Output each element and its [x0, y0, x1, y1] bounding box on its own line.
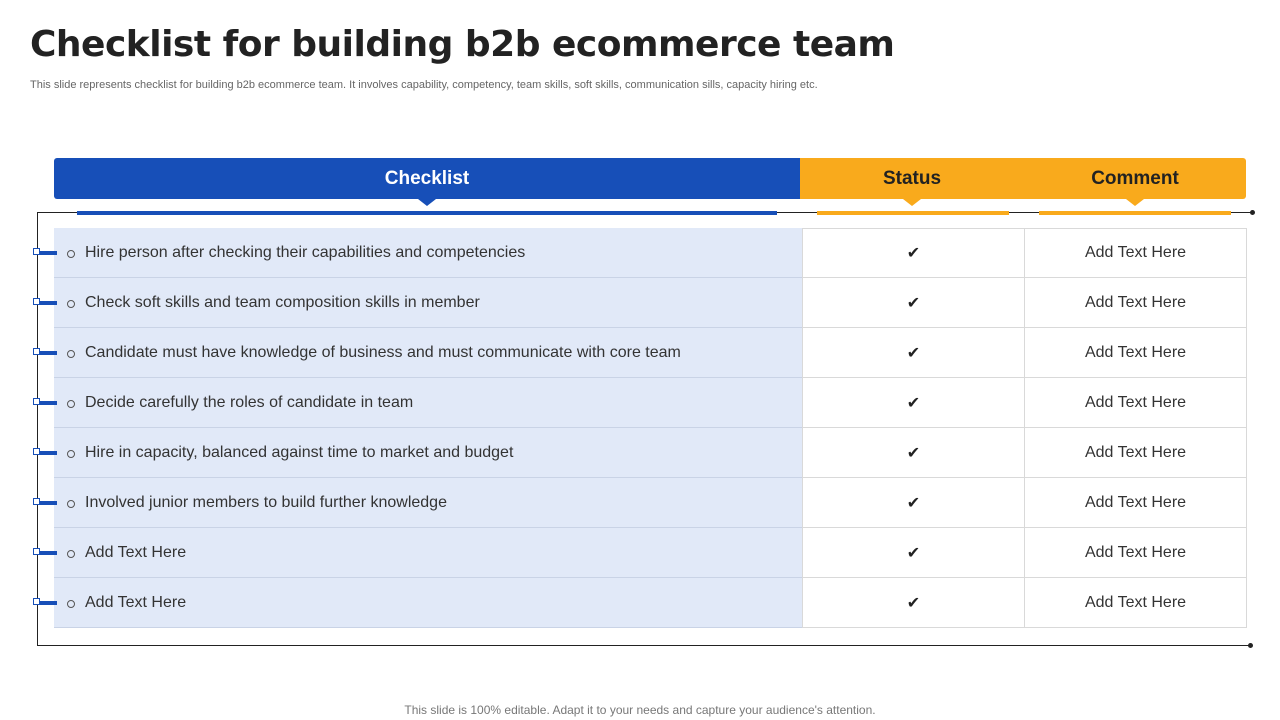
checklist-cell: Hire in capacity, balanced against time …	[54, 428, 802, 478]
slide-footer: This slide is 100% editable. Adapt it to…	[404, 703, 876, 717]
row-connector-node	[33, 298, 40, 305]
checklist-table: Hire person after checking their capabil…	[33, 228, 1247, 628]
header-status: Status	[800, 158, 1024, 199]
checkmark-icon: ✔	[802, 328, 1024, 378]
row-connector-node	[33, 498, 40, 505]
circle-bullet-icon	[67, 250, 75, 258]
header-pointer	[1126, 199, 1144, 206]
frame-end-dot	[1248, 643, 1253, 648]
circle-bullet-icon	[67, 300, 75, 308]
circle-bullet-icon	[67, 350, 75, 358]
checklist-cell: Involved junior members to build further…	[54, 478, 802, 528]
checklist-item-text: Hire person after checking their capabil…	[85, 243, 526, 261]
table-row: Add Text Here ✔ Add Text Here	[33, 578, 1247, 628]
circle-bullet-icon	[67, 450, 75, 458]
circle-bullet-icon	[67, 400, 75, 408]
checklist-item-text: Involved junior members to build further…	[85, 493, 447, 511]
row-connector-node	[33, 598, 40, 605]
comment-cell: Add Text Here	[1024, 278, 1247, 328]
comment-cell: Add Text Here	[1024, 228, 1247, 278]
header-comment: Comment	[1024, 158, 1246, 199]
checklist-item-text: Hire in capacity, balanced against time …	[85, 443, 514, 461]
page-title: Checklist for building b2b ecommerce tea…	[30, 24, 895, 65]
table-row: Candidate must have knowledge of busines…	[33, 328, 1247, 378]
comment-cell: Add Text Here	[1024, 528, 1247, 578]
table-row: Decide carefully the roles of candidate …	[33, 378, 1247, 428]
circle-bullet-icon	[67, 600, 75, 608]
checklist-cell: Check soft skills and team composition s…	[54, 278, 802, 328]
checklist-cell: Hire person after checking their capabil…	[54, 228, 802, 278]
row-connector-node	[33, 248, 40, 255]
row-connector	[33, 401, 57, 405]
row-connector	[33, 551, 57, 555]
table-row: Hire person after checking their capabil…	[33, 228, 1247, 278]
frame-bottom-line	[37, 645, 1251, 646]
row-connector-node	[33, 398, 40, 405]
header-underline	[817, 211, 1009, 215]
checklist-cell: Candidate must have knowledge of busines…	[54, 328, 802, 378]
comment-cell: Add Text Here	[1024, 378, 1247, 428]
row-connector	[33, 351, 57, 355]
checklist-cell: Decide carefully the roles of candidate …	[54, 378, 802, 428]
row-connector	[33, 601, 57, 605]
circle-bullet-icon	[67, 500, 75, 508]
checklist-item-text: Candidate must have knowledge of busines…	[85, 343, 681, 361]
row-connector-node	[33, 548, 40, 555]
table-row: Check soft skills and team composition s…	[33, 278, 1247, 328]
checkmark-icon: ✔	[802, 428, 1024, 478]
comment-cell: Add Text Here	[1024, 428, 1247, 478]
comment-cell: Add Text Here	[1024, 478, 1247, 528]
checkmark-icon: ✔	[802, 578, 1024, 628]
header-underline	[1039, 211, 1231, 215]
checklist-item-text: Add Text Here	[85, 543, 187, 561]
checklist-item-text: Decide carefully the roles of candidate …	[85, 393, 414, 411]
row-connector	[33, 451, 57, 455]
header-pointer	[418, 199, 436, 206]
page-subtitle: This slide represents checklist for buil…	[30, 79, 818, 91]
checkmark-icon: ✔	[802, 278, 1024, 328]
circle-bullet-icon	[67, 550, 75, 558]
checklist-cell: Add Text Here	[54, 578, 802, 628]
row-connector	[33, 301, 57, 305]
row-connector	[33, 251, 57, 255]
checklist-item-text: Add Text Here	[85, 593, 187, 611]
table-row: Add Text Here ✔ Add Text Here	[33, 528, 1247, 578]
header-pointer	[903, 199, 921, 206]
table-row: Hire in capacity, balanced against time …	[33, 428, 1247, 478]
frame-end-dot	[1250, 210, 1255, 215]
row-connector-node	[33, 348, 40, 355]
checkmark-icon: ✔	[802, 228, 1024, 278]
row-connector-node	[33, 448, 40, 455]
table-row: Involved junior members to build further…	[33, 478, 1247, 528]
frame-left-line	[37, 212, 38, 646]
checklist-cell: Add Text Here	[54, 528, 802, 578]
checkmark-icon: ✔	[802, 378, 1024, 428]
comment-cell: Add Text Here	[1024, 328, 1247, 378]
header-checklist: Checklist	[54, 158, 800, 199]
comment-cell: Add Text Here	[1024, 578, 1247, 628]
checkmark-icon: ✔	[802, 478, 1024, 528]
header-underline	[77, 211, 777, 215]
checklist-item-text: Check soft skills and team composition s…	[85, 293, 480, 311]
row-connector	[33, 501, 57, 505]
checkmark-icon: ✔	[802, 528, 1024, 578]
